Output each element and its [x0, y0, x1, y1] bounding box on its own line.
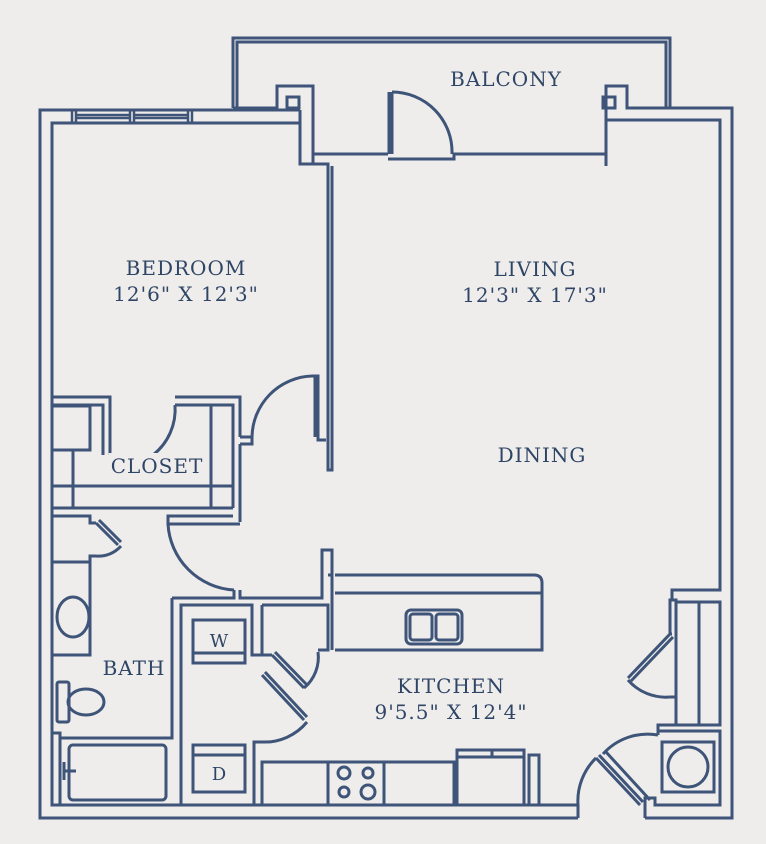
hall-door	[166, 514, 334, 600]
living-name: LIVING	[493, 257, 577, 281]
balcony-door	[387, 90, 454, 155]
toilet-bowl-icon	[66, 687, 106, 717]
laundry	[179, 603, 309, 805]
burner-icon	[336, 765, 352, 781]
burner-icon	[361, 766, 375, 780]
living-dimensions: 12'3" X 17'3"	[462, 283, 608, 307]
closet	[50, 395, 242, 522]
room-label-dining: DINING	[497, 443, 587, 467]
kitchen-dimensions: 9'5.5" X 12'4"	[374, 700, 528, 724]
bathtub-icon	[67, 743, 168, 802]
water-heater-icon	[660, 740, 716, 794]
burner-icon	[337, 785, 351, 799]
bath-walls	[52, 514, 174, 805]
dryer-label: D	[211, 764, 227, 785]
entry-area	[576, 729, 722, 818]
room-label-closet: CLOSET	[108, 453, 206, 479]
balcony-walls	[231, 36, 672, 161]
washer-icon	[191, 618, 247, 665]
kitchen-counters	[260, 748, 541, 807]
room-label-bath: BATH	[102, 656, 166, 680]
column-left	[285, 95, 301, 110]
room-label-bedroom: BEDROOM 12'6" X 12'3"	[113, 255, 259, 307]
dryer-icon	[191, 743, 247, 794]
coat-closet	[626, 598, 722, 731]
bedroom-window	[70, 110, 194, 123]
burner-icon	[359, 783, 377, 801]
pantry	[260, 573, 334, 690]
room-label-balcony: BALCONY	[450, 67, 562, 91]
kitchen-name: KITCHEN	[396, 674, 506, 698]
kitchen-sink-icon	[404, 608, 464, 646]
room-label-kitchen: KITCHEN 9'5.5" X 12'4"	[374, 673, 527, 725]
kitchen-island	[335, 573, 544, 652]
bedroom-door	[240, 374, 326, 446]
washer-label: W	[209, 631, 229, 652]
column-right	[601, 95, 617, 110]
bedroom-dimensions: 12'6" X 12'3"	[113, 282, 259, 306]
room-label-living: LIVING 12'3" X 17'3"	[462, 256, 608, 308]
sink-icon	[55, 595, 91, 639]
bedroom-name: BEDROOM	[125, 256, 247, 280]
